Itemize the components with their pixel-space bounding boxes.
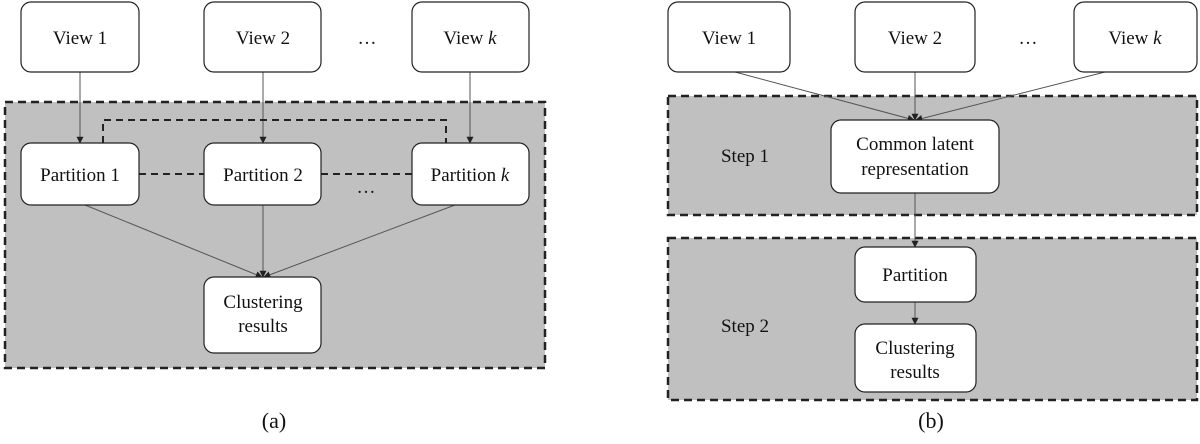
partition-node-k: Partition k xyxy=(411,142,530,206)
b-view-node-k: View k xyxy=(1073,1,1198,73)
common-latent-line2: representation xyxy=(861,159,969,180)
panel-a: View 1 View 2 … View k Partition 1 Parti… xyxy=(3,1,547,433)
clustering-results-b-line2: results xyxy=(890,362,940,383)
common-latent-node: Common latent representation xyxy=(830,119,1000,194)
arrow-view1-to-latent xyxy=(734,71,915,122)
view-node-2: View 2 xyxy=(203,1,322,73)
b-partition-label: Partition xyxy=(882,265,948,286)
clustering-results-b-line1: Clustering xyxy=(875,338,955,359)
b-view-node-1-label: View 1 xyxy=(702,28,756,49)
b-view-node-2: View 2 xyxy=(854,1,976,73)
partition-node-1-label: Partition 1 xyxy=(40,165,120,186)
partition-node-1: Partition 1 xyxy=(20,142,140,206)
clustering-results-a-line1: Clustering xyxy=(223,292,303,313)
b-view-node-2-label: View 2 xyxy=(888,28,942,49)
common-latent-line1: Common latent xyxy=(856,134,974,155)
b-views-ellipsis: … xyxy=(1019,28,1038,49)
clustering-results-node-b: Clustering results xyxy=(854,323,977,393)
b-view-node-k-label: View k xyxy=(1108,28,1162,49)
panel-a-caption: (a) xyxy=(262,408,286,433)
view-node-1: View 1 xyxy=(20,1,140,73)
arrow-partition1-to-result xyxy=(84,204,263,278)
arrow-viewk-to-latent xyxy=(915,71,1106,122)
panel-b: View 1 View 2 … View k Step 1 Step 2 Com… xyxy=(666,1,1199,433)
view-node-k: View k xyxy=(411,1,530,73)
b-partition-node: Partition xyxy=(854,246,977,303)
clustering-results-a-line2: results xyxy=(238,316,288,337)
b-view-node-1: View 1 xyxy=(667,1,791,73)
partitions-ellipsis: … xyxy=(357,177,376,198)
dashed-link-top xyxy=(102,119,447,143)
panel-b-caption: (b) xyxy=(918,408,944,433)
view-node-2-label: View 2 xyxy=(236,28,290,49)
partition-node-k-label: Partition k xyxy=(431,165,510,186)
partition-node-2: Partition 2 xyxy=(203,142,322,206)
partition-node-2-label: Partition 2 xyxy=(223,165,303,186)
clustering-results-node-a: Clustering results xyxy=(203,276,322,354)
view-node-k-label: View k xyxy=(443,28,497,49)
views-ellipsis: … xyxy=(358,28,377,49)
step1-label: Step 1 xyxy=(721,146,769,167)
step2-label: Step 2 xyxy=(721,316,769,337)
view-node-1-label: View 1 xyxy=(53,28,107,49)
arrow-partitionk-to-result xyxy=(263,204,456,279)
